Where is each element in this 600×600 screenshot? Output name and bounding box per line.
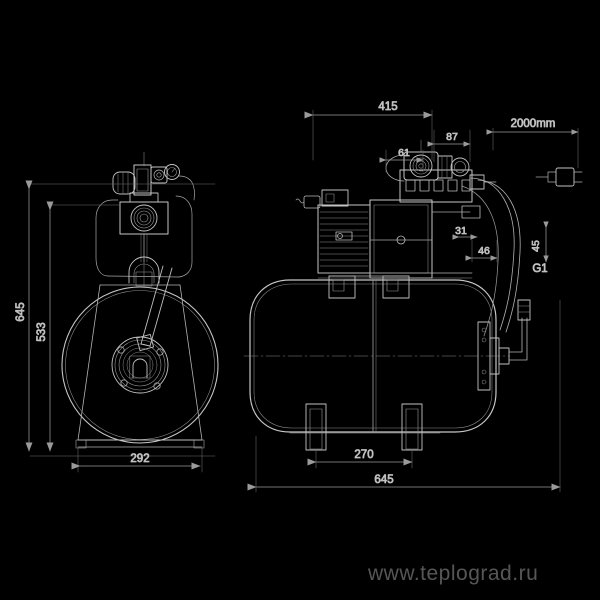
dimension-lines <box>25 109 579 493</box>
dim-87: 87 <box>446 131 458 143</box>
tank-end-circle <box>61 286 219 444</box>
dim-645-bottom: 645 <box>374 474 393 486</box>
tank-feet-front <box>289 403 441 451</box>
pump-head <box>385 139 470 182</box>
pump-assembly-front <box>295 139 521 337</box>
dim-533-left: 533 <box>36 322 48 341</box>
dim-2000mm: 2000mm <box>511 118 556 130</box>
dim-270: 270 <box>354 449 373 461</box>
pump-assembly-side <box>95 151 195 289</box>
side-view <box>29 151 219 473</box>
tank-body <box>243 279 511 433</box>
extension-lines-left <box>29 183 216 473</box>
dim-46: 46 <box>478 245 490 257</box>
dim-292: 292 <box>130 453 149 465</box>
tank-feet-side <box>75 284 205 449</box>
watermark: www.teplograd.ru <box>368 562 539 585</box>
dim-645-left: 645 <box>15 302 27 321</box>
tank-top-brackets <box>328 275 410 299</box>
power-plug <box>535 167 583 187</box>
riser-pipe <box>136 265 173 352</box>
dim-415: 415 <box>378 101 397 113</box>
dim-g1: G1 <box>532 263 547 275</box>
dimension-labels: 645 533 292 415 2000mm 87 61 31 46 45 G1… <box>15 101 556 487</box>
front-view <box>243 139 583 451</box>
flange-cover <box>111 336 169 394</box>
dim-45: 45 <box>530 240 542 252</box>
dim-61: 61 <box>398 147 410 159</box>
dim-31: 31 <box>455 225 467 237</box>
tank-port-flange <box>477 299 531 391</box>
